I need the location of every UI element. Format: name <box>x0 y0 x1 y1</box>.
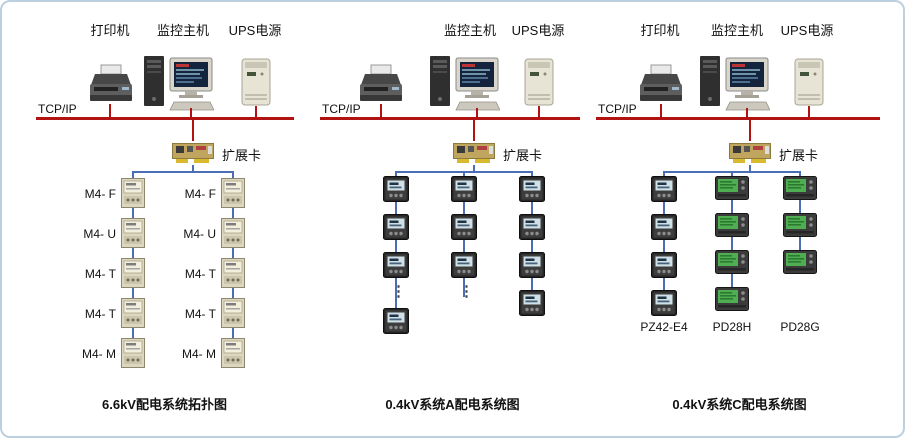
ups-icon <box>524 58 554 106</box>
relay-device-icon <box>221 218 245 248</box>
expansion-card-label: 扩展卡 <box>222 148 262 163</box>
bus-drop-line <box>746 108 748 117</box>
power-meter-icon <box>519 252 545 278</box>
host-label: 监控主机 <box>710 23 763 38</box>
ups-icon <box>794 58 824 106</box>
ups-label: UPS电源 <box>228 23 282 38</box>
host-label: 监控主机 <box>443 23 496 38</box>
device-label: M4- F <box>84 187 116 201</box>
device-label: M4- U <box>183 227 216 241</box>
relay-device-icon <box>221 298 245 328</box>
tcpip-label: TCP/IP <box>598 102 637 116</box>
meter-model-label: PD28H <box>712 320 752 334</box>
power-meter-icon <box>383 176 409 202</box>
green-meter-icon <box>715 250 749 274</box>
power-meter-icon <box>451 214 477 240</box>
continuation-dots: ⋮ <box>459 283 474 300</box>
continuation-dots: ⋮ <box>391 283 406 300</box>
printer-icon <box>88 64 134 104</box>
bus-drop-line <box>255 106 257 117</box>
printer-label: 打印机 <box>90 23 130 38</box>
power-meter-icon <box>383 308 409 334</box>
device-label: M4- F <box>184 187 216 201</box>
wire-line <box>395 171 533 173</box>
device-label: M4- T <box>184 307 216 321</box>
bus-drop-line <box>808 106 810 117</box>
device-label: M4- U <box>83 227 116 241</box>
power-meter-icon <box>651 252 677 278</box>
bus-drop-line <box>476 108 478 117</box>
device-label: M4- T <box>84 307 116 321</box>
printer-icon <box>638 64 684 104</box>
meter-model-label: PD28G <box>780 320 820 334</box>
relay-device-icon <box>121 338 145 368</box>
wire-line <box>473 165 475 173</box>
power-meter-icon <box>519 290 545 316</box>
bus-drop-line <box>380 104 382 117</box>
tcpip-label: TCP/IP <box>322 102 361 116</box>
power-meter-icon <box>519 176 545 202</box>
expansion-card-icon <box>172 141 214 165</box>
expansion-card-icon <box>729 141 771 165</box>
relay-device-icon <box>221 178 245 208</box>
ups-icon <box>241 58 271 106</box>
host-label: 监控主机 <box>156 23 209 38</box>
power-meter-icon <box>383 252 409 278</box>
green-meter-icon <box>715 213 749 237</box>
host-computer-icon <box>430 54 500 112</box>
network-bus-line <box>596 117 880 120</box>
device-label: M4- T <box>84 267 116 281</box>
bus-drop-line <box>190 108 192 117</box>
bus-drop-line <box>473 120 475 141</box>
wire-line <box>395 173 397 321</box>
printer-label: 打印机 <box>640 23 680 38</box>
wire-line <box>132 171 234 173</box>
green-meter-icon <box>783 250 817 274</box>
device-label: M4- T <box>184 267 216 281</box>
relay-device-icon <box>121 298 145 328</box>
printer-icon <box>358 64 404 104</box>
ups-label: UPS电源 <box>511 23 565 38</box>
green-meter-icon <box>715 176 749 200</box>
bus-drop-line <box>660 104 662 117</box>
expansion-card-icon <box>453 141 495 165</box>
network-bus-line <box>320 117 580 120</box>
tcpip-label: TCP/IP <box>38 102 77 116</box>
bus-drop-line <box>192 120 194 141</box>
network-bus-line <box>36 117 294 120</box>
panel-caption: 6.6kV配电系统拓扑图 <box>102 397 227 412</box>
power-meter-icon <box>519 214 545 240</box>
device-label: M4- M <box>182 347 216 361</box>
power-meter-icon <box>383 214 409 240</box>
relay-device-icon <box>121 218 145 248</box>
relay-device-icon <box>121 178 145 208</box>
expansion-card-label: 扩展卡 <box>779 148 819 163</box>
expansion-card-label: 扩展卡 <box>503 148 543 163</box>
power-meter-icon <box>451 252 477 278</box>
power-meter-icon <box>651 176 677 202</box>
green-meter-icon <box>715 287 749 311</box>
wire-line <box>192 165 194 173</box>
bus-drop-line <box>749 120 751 141</box>
ups-label: UPS电源 <box>780 23 834 38</box>
bus-drop-line <box>538 106 540 117</box>
green-meter-icon <box>783 176 817 200</box>
power-meter-icon <box>651 214 677 240</box>
wire-line <box>663 171 801 173</box>
device-label: M4- M <box>82 347 116 361</box>
host-computer-icon <box>144 54 214 112</box>
host-computer-icon <box>700 54 770 112</box>
power-meter-icon <box>651 290 677 316</box>
panel-caption: 0.4kV系统A配电系统图 <box>385 397 520 412</box>
bus-drop-line <box>109 104 111 117</box>
relay-device-icon <box>221 338 245 368</box>
panel-caption: 0.4kV系统C配电系统图 <box>672 397 807 412</box>
relay-device-icon <box>221 258 245 288</box>
power-meter-icon <box>451 176 477 202</box>
meter-model-label: PZ42-E4 <box>640 320 688 334</box>
relay-device-icon <box>121 258 145 288</box>
green-meter-icon <box>783 213 817 237</box>
wire-line <box>749 165 751 173</box>
